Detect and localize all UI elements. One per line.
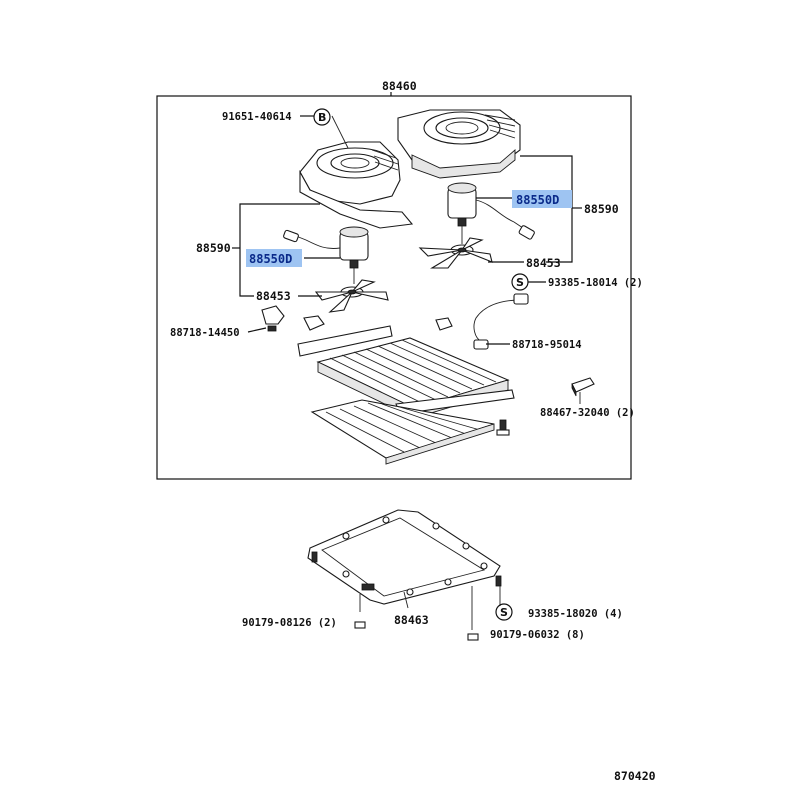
label-nut-bottom: 90179-06032 (8) [490, 629, 585, 641]
clip-mid-left [303, 315, 325, 331]
nut-bottom-part [467, 633, 479, 641]
label-circle-b: B [318, 111, 326, 124]
fan-right [418, 237, 493, 269]
label-screw-b: 91651-40614 [222, 111, 292, 123]
lower-grille [310, 399, 495, 465]
label-circle-s-top: S [516, 276, 524, 289]
highlight-motor-left [246, 249, 302, 267]
label-fan-left: 88453 [256, 289, 291, 303]
lower-frame [307, 509, 502, 605]
label-bolt-top: 93385-18014 (2) [548, 277, 643, 289]
highlight-motor-right [512, 190, 572, 208]
bracket-line-right [476, 155, 582, 263]
bolt-bottom-core [496, 419, 510, 436]
assembly-frame-box [156, 95, 632, 480]
leader-clamp-left [247, 327, 267, 333]
blower-housing-right [397, 109, 521, 179]
label-frame: 88463 [394, 613, 429, 627]
label-group-right: 88590 [584, 202, 619, 216]
circle-s-bottom-marker [495, 603, 513, 621]
label-top-assembly: 88460 [382, 79, 417, 93]
nut-left-part [354, 621, 366, 629]
circle-s-top-marker [511, 273, 529, 291]
label-figure-code: 870420 [614, 769, 656, 783]
clip-mid-right [435, 317, 453, 331]
evaporator-core [297, 325, 515, 419]
motor-right [447, 182, 535, 244]
fan-left [314, 279, 389, 313]
label-clamp-left: 88718-14450 [170, 327, 240, 339]
leader-screw-b-2 [331, 115, 349, 149]
label-clamp-right: 88718-95014 [512, 339, 582, 351]
label-motor-right: 88550D [516, 193, 559, 207]
circle-b-marker [313, 108, 331, 126]
label-bracket: 88467-32040 (2) [540, 407, 635, 419]
label-bolt-bottom: 93385-18020 (4) [528, 608, 623, 620]
bracket-line-left [232, 203, 340, 297]
label-fan-right: 88453 [526, 256, 561, 270]
label-circle-s-bottom: S [500, 606, 508, 619]
leader-frame [403, 591, 409, 609]
label-group-left: 88590 [196, 241, 231, 255]
clamp-left-part [261, 305, 285, 332]
motor-left [283, 226, 369, 284]
blower-housing-left [299, 141, 414, 229]
label-nut-left: 90179-08126 (2) [242, 617, 337, 629]
harness-right [473, 293, 529, 350]
label-motor-left: 88550D [249, 252, 292, 266]
bracket-part [571, 377, 595, 397]
